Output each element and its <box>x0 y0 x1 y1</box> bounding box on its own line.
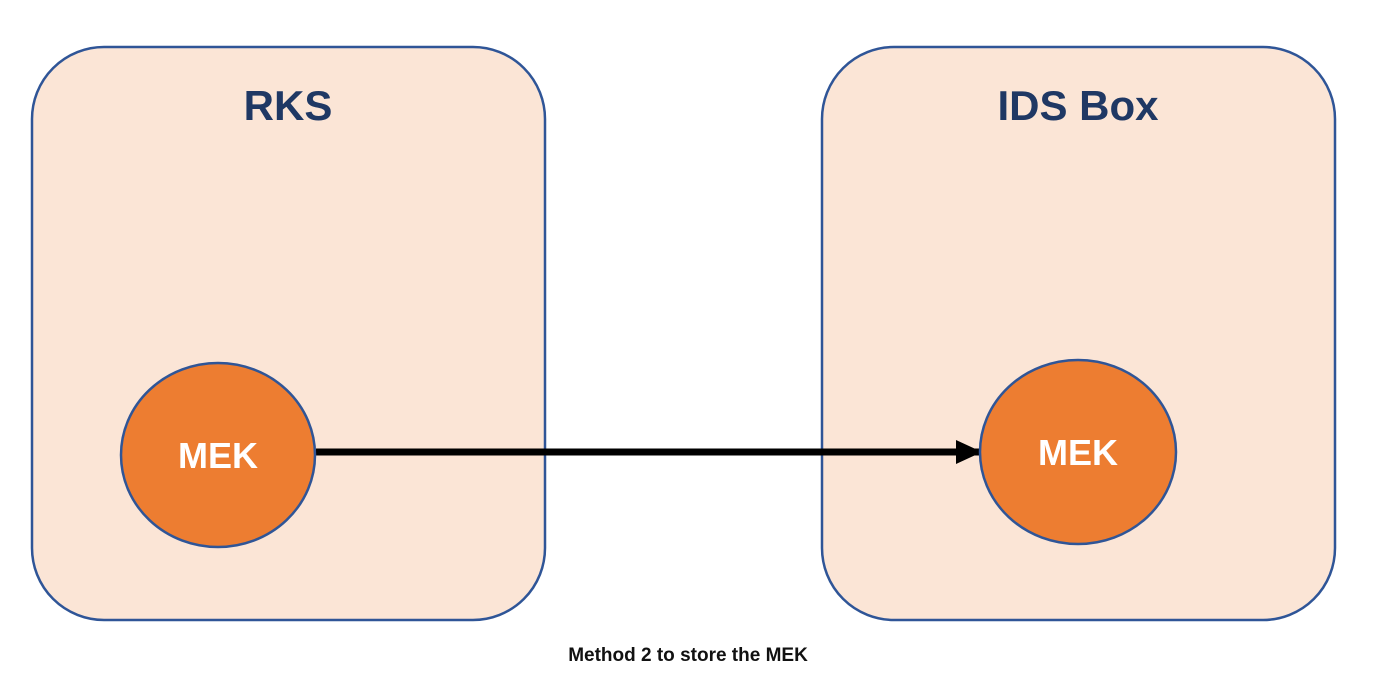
arrow-head-icon <box>956 440 982 464</box>
rks-box <box>30 45 547 622</box>
rks-title: RKS <box>244 82 333 129</box>
rks-mek-node <box>119 361 317 549</box>
ids-box-title: IDS Box <box>997 82 1159 129</box>
ids-mek-label: MEK <box>1038 432 1118 473</box>
ids-box <box>820 45 1337 622</box>
rks-mek-label: MEK <box>178 435 258 476</box>
ids-mek-node <box>978 358 1178 546</box>
diagram-caption: Method 2 to store the MEK <box>568 645 808 666</box>
